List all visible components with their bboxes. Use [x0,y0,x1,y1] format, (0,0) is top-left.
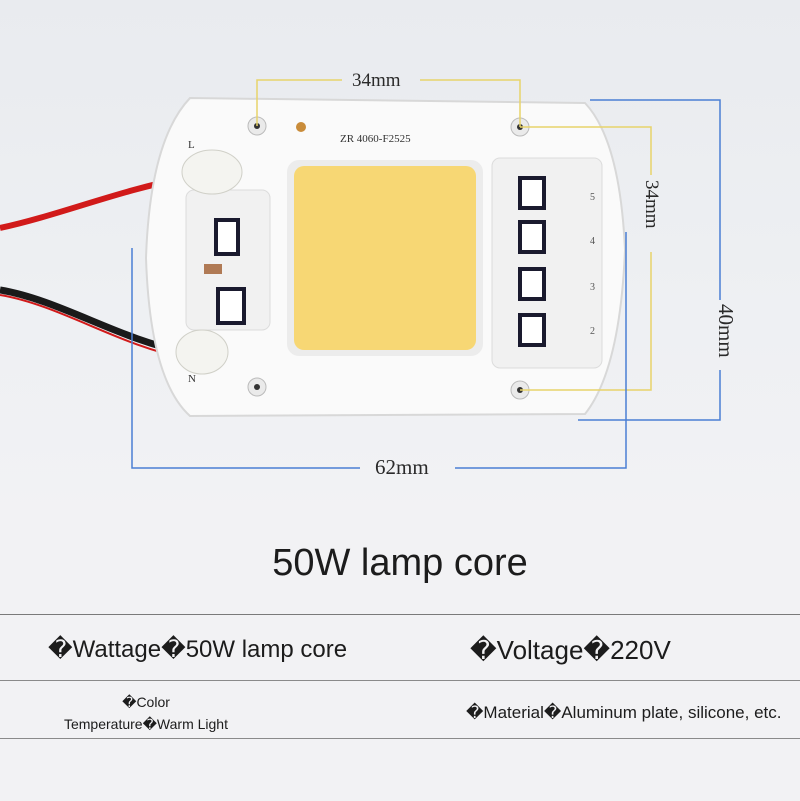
spec-color-temperature: �Color Temperature�Warm Light [63,694,228,732]
dimension-right-outer-label: 40mm [714,304,738,358]
svg-text:2: 2 [590,326,595,337]
dimension-right-inner-label: 34mm [641,180,662,229]
svg-text:5: 5 [590,192,595,203]
product-title: 50W lamp core [272,542,528,584]
row-divider [0,738,800,739]
cob-board-illustration: ZR 4060-F2525 L N 5 4 3 2 [0,79,721,469]
svg-text:L: L [188,139,195,151]
svg-text:4: 4 [590,236,595,247]
dimension-bottom-label: 62mm [375,455,429,479]
row-divider [0,680,800,681]
svg-text:N: N [188,373,196,385]
cob-chip [294,166,476,350]
board-model-text: ZR 4060-F2525 [340,133,411,145]
spec-material: �Material�Aluminum plate, silicone, etc. [466,703,782,722]
spec-wattage: �Wattage�50W lamp core [48,636,348,663]
dimension-top-label: 34mm [352,70,401,91]
spec-table: �Wattage�50W lamp core �Voltage�220V �Co… [0,614,800,801]
svg-text:3: 3 [590,282,595,293]
spec-voltage: �Voltage�220V [470,635,671,665]
product-photo: ZR 4060-F2525 L N 5 4 3 2 34mm 34mm 40mm… [0,0,800,530]
